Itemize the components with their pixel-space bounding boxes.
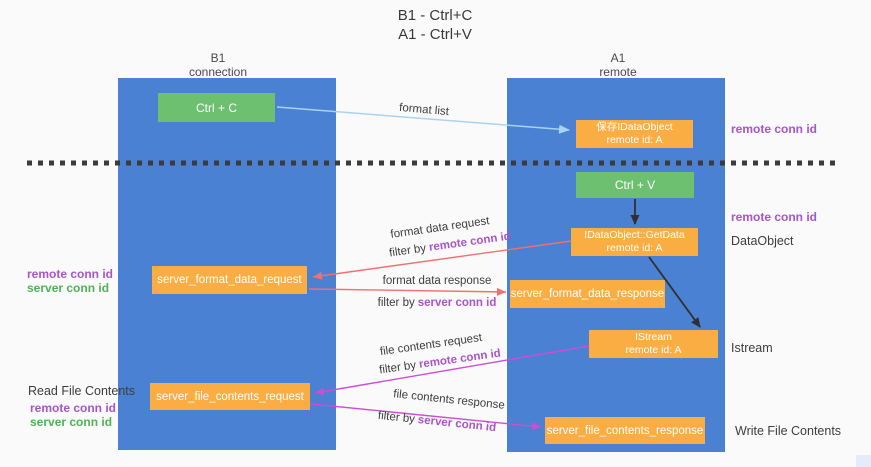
- side-label-remote-conn-id-left-2: remote conn id: [30, 401, 116, 415]
- remote-conn-id-text: remote conn id: [731, 210, 818, 224]
- server-conn-id-text: server conn id: [30, 415, 113, 429]
- side-label-write-file-contents: Write File Contents: [735, 424, 841, 438]
- server-conn-id-text: server conn id: [417, 297, 497, 309]
- istream-text: Istream: [731, 341, 773, 355]
- filter-by-text: filter by: [388, 242, 427, 260]
- read-file-contents-text: Read File Contents: [28, 384, 136, 398]
- filter-by-text: filter by: [377, 409, 416, 426]
- edge-label-format-list: format list: [399, 102, 450, 118]
- side-label-remote-conn-id-top: remote conn id: [731, 122, 817, 136]
- edge-label-format-list-text: format list: [398, 101, 450, 119]
- node-idataobject-getdata-line1: IDataObject::GetData: [584, 229, 685, 241]
- node-save-idataobject-line2: remote id: A: [606, 134, 663, 146]
- remote-conn-id-text: remote conn id: [30, 401, 117, 415]
- node-istream: IStream remote id: A: [589, 330, 718, 358]
- arrow-format-data-response: [308, 287, 507, 296]
- node-istream-line2: remote id: A: [625, 344, 682, 356]
- server-conn-id-text: server conn id: [417, 414, 497, 435]
- node-save-idataobject-line1: 保存IDataObject: [596, 121, 673, 133]
- node-ctrl-c-label: Ctrl + C: [195, 100, 237, 115]
- node-idataobject-getdata-line2: remote id: A: [606, 242, 663, 254]
- side-label-remote-conn-id-left-1: remote conn id: [27, 267, 113, 281]
- node-idataobject-getdata: IDataObject::GetData remote id: A: [571, 228, 698, 256]
- node-save-idataobject: 保存IDataObject remote id: A: [576, 120, 693, 148]
- node-server-format-data-response-label: server_format_data_response: [510, 288, 665, 300]
- filter-by-text: filter by: [378, 359, 417, 377]
- lane-b1-name: B1: [210, 51, 226, 65]
- title-line-1: B1 - Ctrl+C: [397, 7, 473, 24]
- filter-by-text: filter by: [377, 297, 415, 309]
- side-label-istream: Istream: [731, 341, 773, 355]
- node-server-format-data-response: server_format_data_response: [510, 280, 665, 308]
- node-ctrl-v-label: Ctrl + V: [614, 178, 656, 192]
- node-server-file-contents-request-label: server_file_contents_request: [156, 390, 304, 403]
- remote-conn-id-text: remote conn id: [27, 267, 114, 281]
- partial-shape-bottom-right: [856, 455, 871, 467]
- edge-label-file-contents-response-text: file contents response: [392, 388, 506, 412]
- lane-a1-role: remote: [599, 65, 637, 79]
- dataobject-text: DataObject: [731, 234, 794, 248]
- remote-conn-id-text: remote conn id: [428, 230, 512, 254]
- side-label-server-conn-id-left-2: server conn id: [30, 415, 112, 429]
- node-server-file-contents-response-label: server_file_contents_response: [546, 424, 704, 437]
- lane-header-a1: A1 remote: [548, 51, 688, 79]
- node-ctrl-v: Ctrl + V: [576, 172, 694, 198]
- side-label-remote-conn-id-mid: remote conn id: [731, 210, 817, 224]
- lane-b1-role: connection: [188, 65, 248, 79]
- lane-header-b1: B1 connection: [148, 51, 288, 79]
- node-istream-line1: IStream: [635, 331, 672, 343]
- node-server-format-data-request-label: server_format_data_request: [157, 274, 302, 286]
- node-ctrl-c: Ctrl + C: [158, 93, 275, 122]
- node-server-file-contents-request: server_file_contents_request: [150, 383, 310, 410]
- side-label-dataobject: DataObject: [731, 234, 794, 248]
- title-line-2: A1 - Ctrl+V: [398, 26, 472, 43]
- server-conn-id-text: server conn id: [27, 281, 110, 295]
- edge-label-format-data-response-text: format data response: [382, 275, 492, 287]
- remote-conn-id-text: remote conn id: [731, 122, 818, 136]
- side-label-read-file-contents: Read File Contents: [28, 384, 135, 398]
- diagram-title: B1 - Ctrl+C A1 - Ctrl+V: [315, 6, 555, 44]
- side-label-server-conn-id-left-1: server conn id: [27, 281, 109, 295]
- edge-label-file-contents-response: file contents response: [393, 388, 506, 412]
- lane-a1-name: A1: [610, 51, 626, 65]
- write-file-contents-text: Write File Contents: [735, 424, 842, 438]
- node-server-format-data-request: server_format_data_request: [152, 266, 307, 294]
- edge-label-format-data-response: format data response: [383, 275, 492, 287]
- node-server-file-contents-response: server_file_contents_response: [545, 417, 705, 444]
